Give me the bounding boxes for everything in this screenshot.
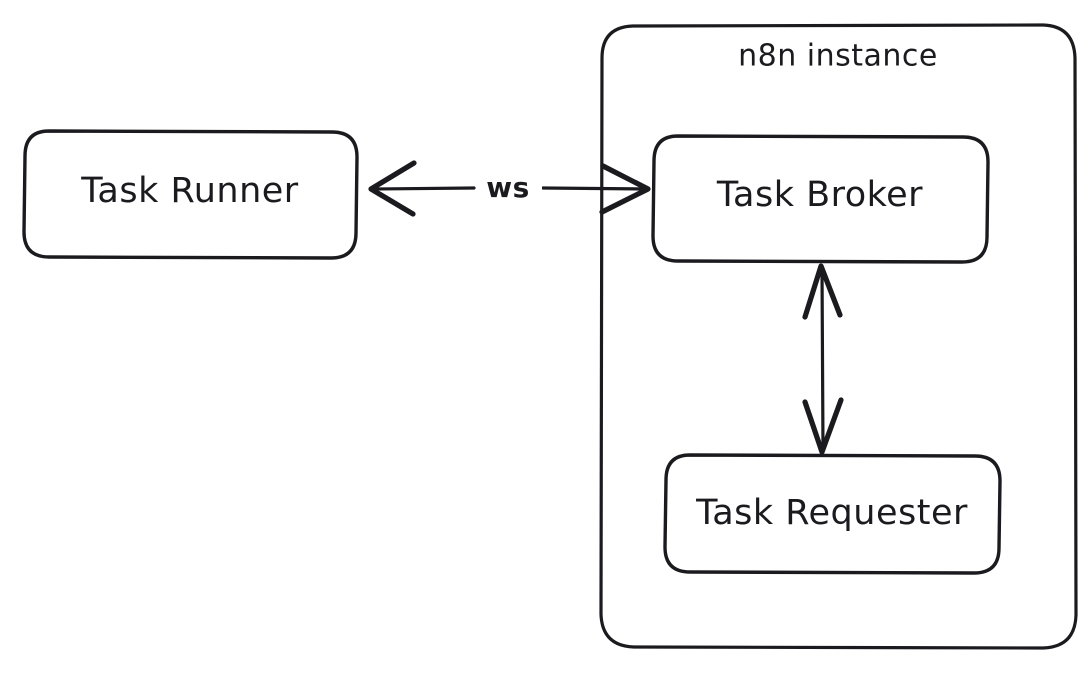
edge-broker-requester-arrowhead-down: [802, 397, 844, 455]
edge-runner-broker-label-backdrop: [476, 170, 542, 208]
edge-runner-broker-label: ws: [486, 171, 530, 204]
edge-runner-broker[interactable]: ws: [368, 160, 651, 217]
edge-runner-broker-arrowhead-right: [599, 163, 651, 215]
node-task-runner[interactable]: Task Runner: [22, 129, 359, 260]
edge-runner-broker-line-left: [373, 186, 476, 191]
node-task-runner-label: Task Runner: [80, 171, 298, 211]
node-task-broker-shape: [651, 134, 990, 264]
n8n-instance-title: n8n instance: [738, 39, 938, 74]
node-task-requester-label: Task Requester: [695, 493, 968, 533]
edge-broker-requester-arrowhead-up: [802, 263, 843, 320]
node-task-broker[interactable]: Task Broker: [651, 134, 990, 264]
edge-runner-broker-line-right: [541, 186, 647, 191]
edge-runner-broker-arrowhead-left: [368, 160, 417, 217]
edge-broker-requester-line: [820, 267, 825, 451]
node-task-requester[interactable]: Task Requester: [663, 453, 1002, 575]
node-task-requester-shape: [663, 453, 1002, 575]
node-task-runner-shape: [22, 129, 359, 260]
node-task-broker-label: Task Broker: [716, 175, 923, 215]
edge-broker-requester[interactable]: [802, 263, 844, 455]
